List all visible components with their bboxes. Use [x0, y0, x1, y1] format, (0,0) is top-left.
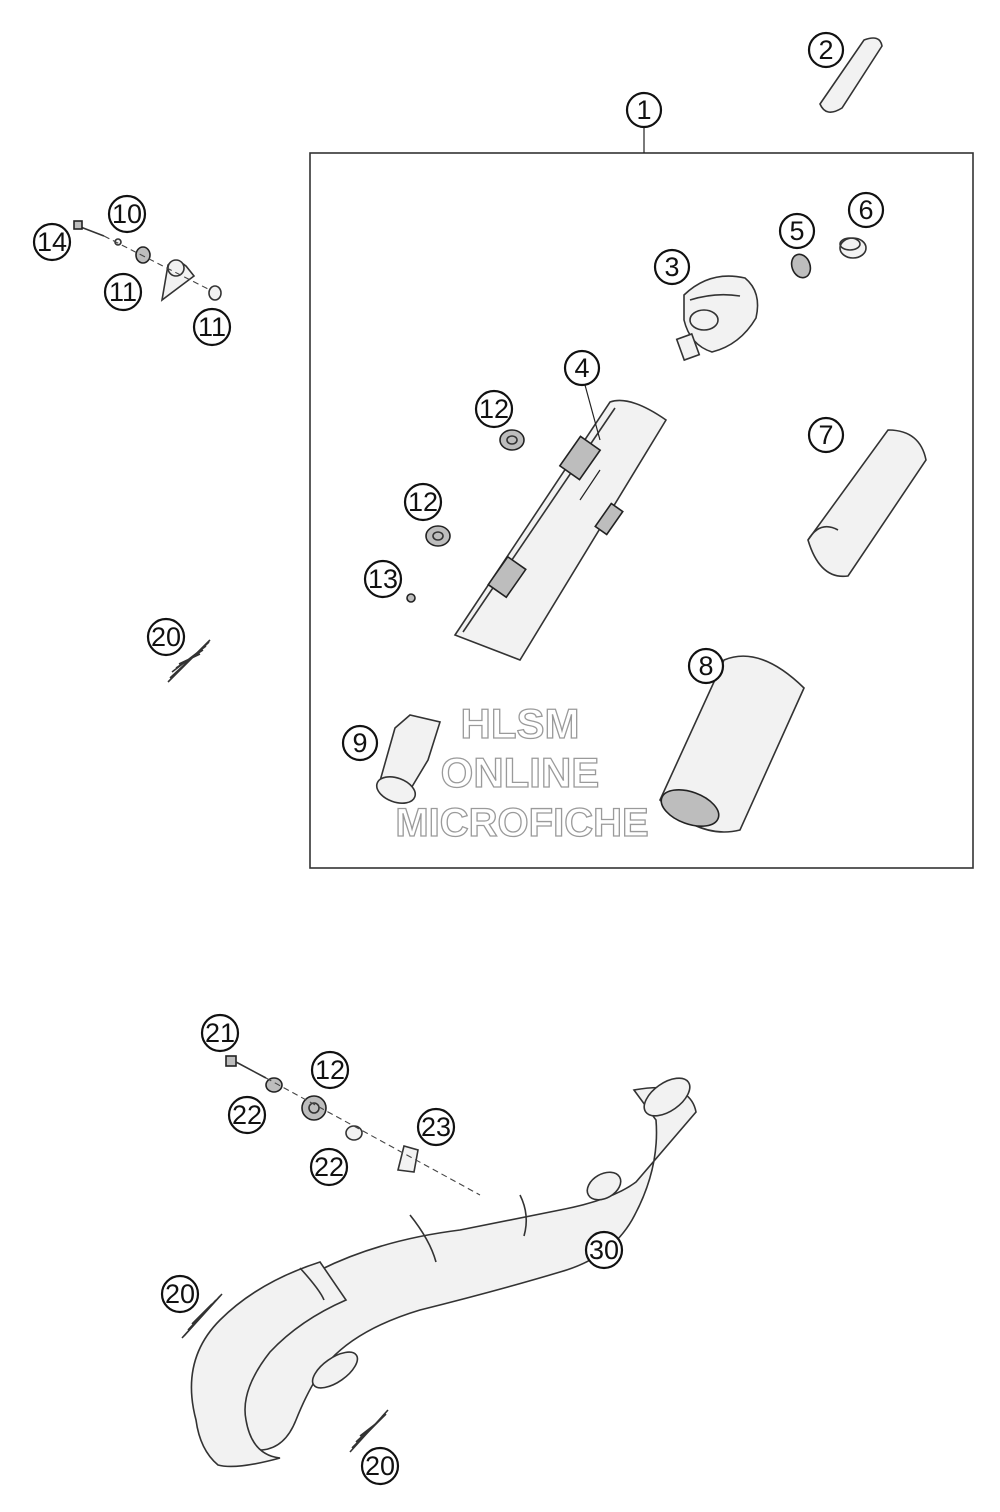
part-23-clip-nut[interactable]	[397, 1145, 419, 1173]
part-14-bolt[interactable]	[73, 220, 105, 237]
part-6-plug[interactable]	[839, 237, 867, 259]
part-11-spacer-left[interactable]	[135, 246, 151, 264]
part-30-header-pipe[interactable]	[190, 1071, 697, 1468]
callout-3: 3	[653, 248, 691, 286]
callout-12-upper: 12	[474, 389, 514, 429]
svg-text:11: 11	[198, 312, 226, 342]
part-20-spring-mid[interactable]	[181, 1293, 223, 1339]
part-13-nut[interactable]	[406, 593, 416, 603]
callout-13: 13	[363, 559, 403, 599]
part-12-grommet-upper[interactable]	[499, 429, 525, 451]
svg-text:2: 2	[818, 35, 833, 65]
svg-text:22: 22	[314, 1152, 344, 1182]
part-5-mesh[interactable]	[788, 252, 813, 281]
part-11-spacer-right[interactable]	[208, 285, 222, 301]
callout-11-left: 11	[103, 272, 143, 312]
svg-text:HLSM: HLSM	[461, 700, 580, 747]
callout-8: 8	[687, 647, 725, 685]
svg-text:12: 12	[408, 487, 438, 517]
part-12-grommet-middle[interactable]	[425, 525, 451, 547]
callout-20-top: 20	[146, 617, 186, 657]
part-22-washer-upper[interactable]	[265, 1077, 283, 1093]
svg-text:6: 6	[858, 195, 873, 225]
svg-text:10: 10	[112, 199, 142, 229]
callout-5: 5	[778, 212, 816, 250]
svg-text:MICROFICHE: MICROFICHE	[395, 801, 648, 845]
svg-text:5: 5	[789, 216, 804, 246]
callout-22-upper: 22	[227, 1095, 267, 1135]
callout-2: 2	[807, 31, 845, 69]
svg-text:30: 30	[589, 1235, 619, 1265]
callout-1: 1	[625, 91, 663, 129]
callout-11-right: 11	[192, 307, 232, 347]
svg-text:20: 20	[151, 622, 181, 652]
svg-text:11: 11	[109, 277, 137, 307]
svg-text:12: 12	[315, 1055, 345, 1085]
silencer-assembly-frame	[309, 128, 974, 869]
svg-text:14: 14	[37, 227, 67, 257]
svg-text:23: 23	[421, 1112, 451, 1142]
callout-30: 30	[584, 1230, 624, 1270]
part-22-washer-lower[interactable]	[345, 1125, 363, 1141]
svg-text:20: 20	[165, 1279, 195, 1309]
callout-23: 23	[416, 1107, 456, 1147]
callout-14: 14	[32, 222, 72, 262]
svg-text:13: 13	[368, 564, 398, 594]
leader-lines	[579, 384, 601, 501]
callout-20-bottom: 20	[360, 1446, 400, 1486]
part-3-end-cap[interactable]	[675, 275, 759, 362]
part-9-outlet-funnel[interactable]	[373, 714, 442, 808]
callout-6: 6	[847, 191, 885, 229]
callout-10: 10	[107, 194, 147, 234]
part-20-spring-bottom[interactable]	[349, 1409, 389, 1453]
svg-text:20: 20	[365, 1451, 395, 1481]
part-12-grommet-lower[interactable]	[301, 1095, 327, 1121]
callout-22-lower: 22	[309, 1147, 349, 1187]
svg-text:22: 22	[232, 1100, 262, 1130]
watermark: HLSM ONLINE MICROFICHE	[395, 699, 650, 845]
callout-12-middle: 12	[403, 482, 443, 522]
bracket-clip[interactable]	[160, 259, 196, 302]
svg-text:3: 3	[664, 252, 679, 282]
callout-12-lower: 12	[310, 1050, 350, 1090]
callout-9: 9	[341, 724, 379, 762]
svg-text:9: 9	[352, 728, 367, 758]
part-20-spring-top[interactable]	[167, 639, 211, 683]
part-7-sleeve[interactable]	[807, 429, 927, 578]
part-4-silencer-body[interactable]	[453, 399, 668, 661]
part-21-bolt[interactable]	[225, 1055, 267, 1079]
svg-text:8: 8	[698, 651, 713, 681]
part-8-packing[interactable]	[656, 655, 805, 833]
svg-text:7: 7	[818, 420, 833, 450]
svg-text:1: 1	[636, 95, 651, 125]
svg-text:ONLINE: ONLINE	[441, 749, 600, 796]
callout-21: 21	[200, 1013, 240, 1053]
svg-text:12: 12	[479, 394, 509, 424]
callout-4: 4	[563, 349, 601, 387]
callout-7: 7	[807, 416, 845, 454]
part-2-plate[interactable]	[819, 37, 883, 113]
callout-20-mid: 20	[160, 1274, 200, 1314]
svg-text:21: 21	[205, 1018, 235, 1048]
svg-text:4: 4	[574, 353, 589, 383]
